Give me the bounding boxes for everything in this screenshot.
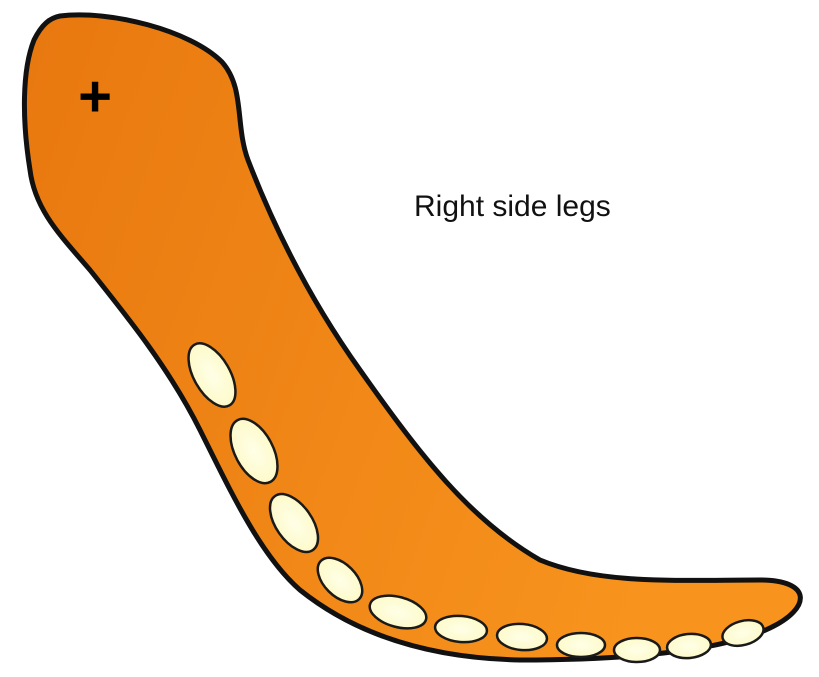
plus-sign-icon: + [70,68,120,126]
arm-body [24,15,800,660]
sucker-8 [557,633,605,657]
side-label: Right side legs [414,190,611,224]
sucker-9 [614,638,660,662]
